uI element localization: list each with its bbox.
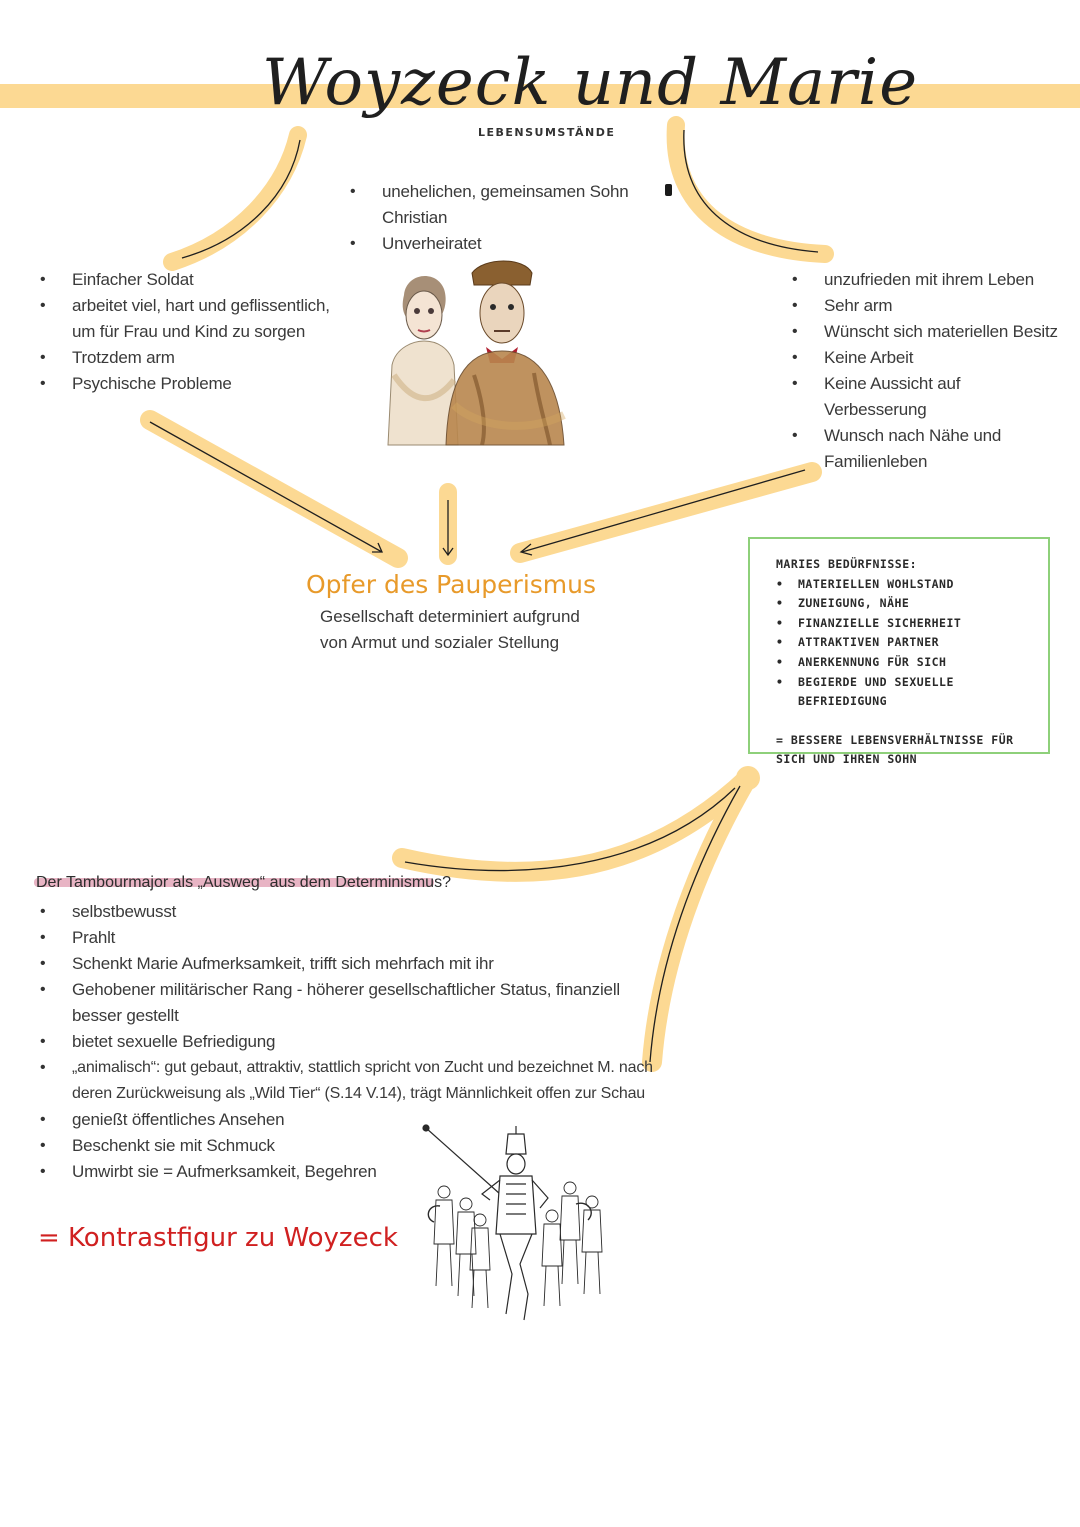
opfer-line-1: Gesellschaft determiniert aufgrund [320,607,580,626]
page-title: Woyzeck und Marie [262,46,919,120]
marie-facts-list: unzufrieden mit ihrem Leben Sehr arm Wün… [792,267,1062,475]
ink-dot [665,184,672,196]
needs-box-conclusion: = BESSERE LEBENSVERHÄLTNISSE FÜR SICH UN… [776,732,1014,767]
list-item: Wunsch nach Nähe und Familienleben [792,423,1004,475]
title-highlight-band [0,84,1080,108]
list-item: bietet sexuelle Befriedigung [40,1029,690,1055]
list-item: Schenkt Marie Aufmerksamkeit, trifft sic… [40,951,690,977]
band-left [433,1185,491,1309]
list-item: Einfacher Soldat [40,267,330,293]
list-item: Unverheiratet [350,231,690,257]
list-item: Keine Arbeit [792,345,1062,371]
woyzeck-cap [471,260,533,286]
list-item: selbstbewusst [40,899,690,925]
question-underline [34,878,434,887]
list-item: ZUNEIGUNG, NÄHE [776,594,1048,614]
list-item: Umwirbt sie = Aufmerksamkeit, Begehren [40,1159,690,1185]
maries-needs-box: MARIES BEDÜRFNISSE: MATERIELLEN WOHLSTAN… [748,537,1050,766]
center-arrow-head [442,547,454,557]
left-arrow-line [149,421,383,553]
marie-body [387,340,459,446]
list-item: Gehobener militärischer Rang - höherer g… [40,977,652,1029]
list-item: MATERIELLEN WOHLSTAND [776,575,1048,595]
list-item: „animalisch“: gut gebaut, attraktiv, sta… [40,1055,690,1107]
left-curve-highlight [163,126,307,271]
left-curve-line [181,139,301,259]
tambourmajor-question: Der Tambourmajor als „Ausweg“ aus dem De… [36,874,451,891]
right-arrow-head [519,543,533,556]
woyzeck-facts-list: Einfacher Soldat arbeitet viel, hart und… [40,267,330,397]
list-item: Psychische Probleme [40,371,330,397]
woyzeck-marie-portrait-illustration [387,260,566,446]
needs-list: MATERIELLEN WOHLSTAND ZUNEIGUNG, NÄHE FI… [776,575,1048,712]
list-item: Beschenkt sie mit Schmuck [40,1133,690,1159]
list-item: Keine Aussicht auf Verbesserung [792,371,964,423]
shako [505,1133,527,1155]
left-arrow-head [372,542,384,553]
list-item: Wünscht sich materiellen Besitz [792,319,1062,345]
shared-facts-list: unehelichen, gemeinsamen Sohn Christian … [350,179,690,257]
right-arrow-highlight [510,462,822,563]
tambourmajor-conclusion: = Kontrastfigur zu Woyzeck [38,1223,398,1253]
opfer-line-2: von Armut und sozialer Stellung [320,633,560,652]
list-item: FINANZIELLE SICHERHEIT [776,614,1048,634]
list-item: BEGIERDE UND SEXUELLE BEFRIEDIGUNG [776,673,1048,712]
list-item: Sehr arm [792,293,1062,319]
list-item: unehelichen, gemeinsamen Sohn Christian [350,179,690,231]
loop-highlight-dot [736,766,760,790]
opfer-heading: Opfer des Pauperismus [306,570,597,599]
right-arrow-line [521,469,806,553]
baton [425,1127,501,1195]
bottom-loop-line [404,787,736,872]
list-item: arbeitet viel, hart und geflissentlich, … [40,293,330,345]
woyzeck-face [479,282,525,344]
needs-box-heading: MARIES BEDÜRFNISSE: [776,557,918,571]
opfer-description: Gesellschaft determiniert aufgrund von A… [320,604,620,656]
list-item: ATTRAKTIVEN PARTNER [776,633,1048,653]
uniform [495,1175,537,1235]
left-arrow-highlight [140,410,408,568]
list-item: Prahlt [40,925,690,951]
band-right [427,1181,603,1307]
right-curve-line [683,129,819,253]
right-curve-highlight [666,116,834,263]
list-item: genießt öffentliches Ansehen [40,1107,690,1133]
marie-face [405,290,443,340]
drum-major-illustration [422,1124,603,1321]
list-item: Trotzdem arm [40,345,330,371]
list-item: ANERKENNUNG FÜR SICH [776,653,1048,673]
page-subtitle: LEBENSUMSTÄNDE [478,126,616,139]
list-item: unzufrieden mit ihrem Leben [792,267,1062,293]
tambourmajor-list: selbstbewusst Prahlt Schenkt Marie Aufme… [40,899,690,1185]
